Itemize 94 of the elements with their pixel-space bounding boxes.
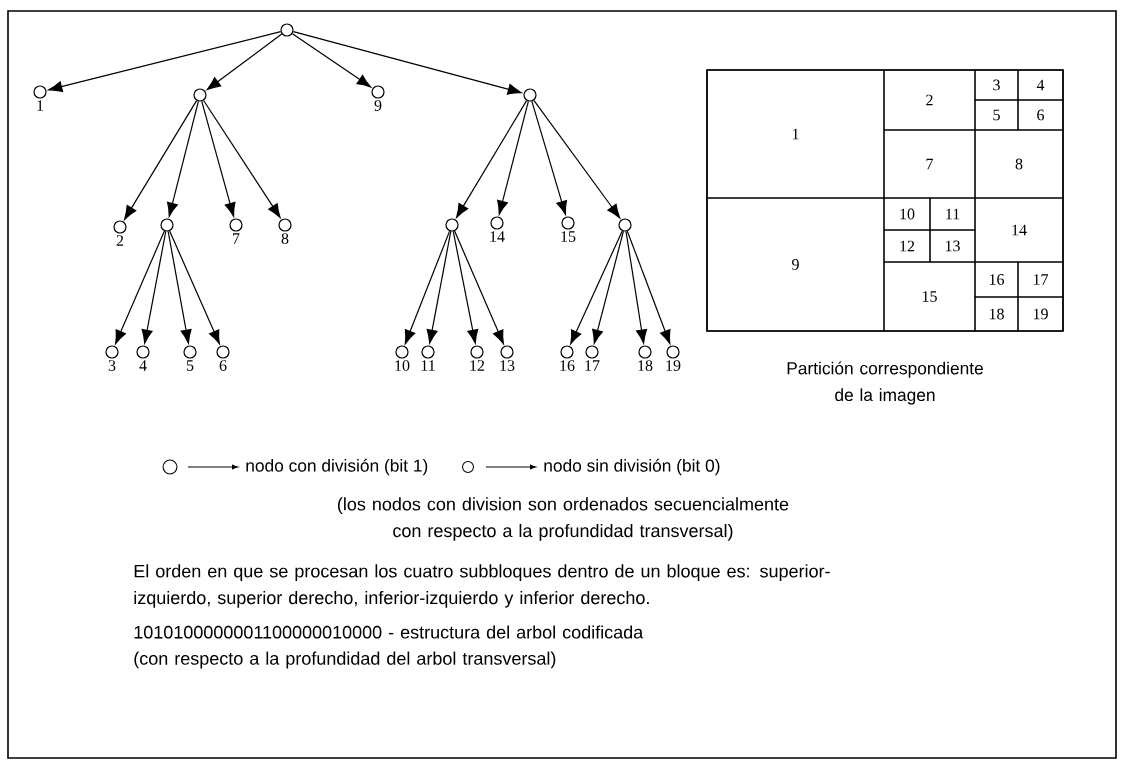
division-node: [523, 88, 537, 102]
node-label: 5: [186, 360, 194, 371]
partition-cell: 11: [929, 197, 976, 231]
partition-cell: 17: [1017, 261, 1064, 298]
arrow: [141, 230, 167, 344]
leaf-node: 10: [395, 345, 410, 371]
note-text: (los nodos con division son ordenados secuencialmente con respecto a la profundidad transversal): [338, 497, 789, 541]
partition-cell: 4: [1017, 69, 1064, 101]
note-text: El orden en que se procesan los cuatro subbloques dentro de un bloque es: superior-izquierdo, superior derecho, inferior-izquierdo y inferior derecho.: [134, 564, 830, 608]
arrow: [531, 100, 568, 215]
arrow: [452, 230, 479, 344]
node-label: 3: [108, 360, 116, 371]
node-label: 18: [638, 360, 653, 371]
leaf-node: 1: [33, 85, 47, 111]
arrow: [626, 230, 671, 345]
node-label: 8: [281, 233, 289, 244]
arrow: [115, 230, 165, 345]
leaf-node: 13: [500, 345, 515, 371]
node-label: 17: [585, 360, 600, 371]
leaf-node: 6: [216, 345, 230, 371]
partition-cell: 1: [706, 69, 885, 199]
arrow: [167, 100, 199, 217]
node-label: 19: [666, 360, 681, 371]
partition-cell: 6: [1017, 99, 1064, 131]
arrow: [456, 100, 528, 218]
arrow: [48, 31, 282, 93]
node-label: 16: [560, 360, 575, 371]
arrow: [454, 230, 504, 345]
leaf-node: 11: [421, 345, 435, 371]
leaf-node: 12: [470, 345, 485, 371]
legend-text: nodo con división (bit 1): [246, 458, 428, 476]
arrow: [292, 31, 522, 95]
partition-cell: 16: [974, 261, 1019, 298]
leaf-node: 2: [113, 220, 127, 246]
partition-cell: 2: [883, 69, 976, 131]
leaf-node: 3: [105, 345, 119, 371]
note-text: (con respecto a la profundidad del arbol transversal): [134, 651, 556, 669]
partition-cell: 15: [883, 261, 976, 332]
node-label: 2: [116, 235, 124, 246]
arrow: [291, 33, 372, 88]
arrow: [203, 99, 281, 218]
node-label: 4: [139, 360, 147, 371]
node-label: 14: [490, 231, 505, 242]
leaf-node: 19: [666, 345, 681, 371]
arrow: [497, 100, 529, 215]
node-label: 1: [37, 100, 44, 111]
arrow: [206, 33, 283, 91]
leaf-node: 14: [490, 216, 505, 242]
partition-cell: 14: [974, 197, 1064, 263]
node-label: 13: [500, 360, 515, 371]
arrow: [625, 230, 648, 344]
division-node: [280, 23, 294, 37]
leaf-node: 7: [229, 218, 243, 244]
arrow: [124, 100, 198, 220]
partition-cell: 9: [706, 197, 885, 332]
legend-text: nodo sin división (bit 0): [544, 458, 720, 476]
node-label: 12: [470, 360, 485, 371]
arrow: [570, 230, 623, 345]
leaf-node: 16: [560, 345, 575, 371]
node-label: 10: [395, 360, 410, 371]
leaf-node: 17: [585, 345, 600, 371]
arrow: [169, 230, 220, 345]
leaf-node: 4: [136, 345, 150, 371]
partition-cell: 3: [974, 69, 1019, 101]
arrow: [404, 230, 451, 345]
arrow: [426, 230, 452, 344]
arrow: [592, 230, 624, 344]
node-label: 15: [561, 231, 576, 242]
leaf-node: 18: [638, 345, 653, 371]
arrow: [533, 99, 621, 219]
division-node: [445, 218, 459, 232]
node-label: Partición correspondiente de la imagen: [787, 361, 983, 405]
partition-cell: 18: [974, 296, 1019, 332]
partition-cell: 7: [883, 129, 976, 199]
arrow: [201, 100, 236, 217]
division-node: [160, 218, 174, 232]
arrow: [167, 230, 192, 344]
partition-cell: 19: [1017, 296, 1064, 332]
division-node: [618, 218, 632, 232]
node-label: 7: [233, 233, 240, 244]
partition-cell: 8: [974, 129, 1064, 199]
division-node: [193, 88, 207, 102]
node-label: 11: [421, 360, 435, 371]
leaf-node: 15: [561, 216, 576, 242]
leaf-node: 8: [278, 218, 292, 244]
leaf-node: 5: [183, 345, 197, 371]
node-label: 9: [374, 100, 382, 111]
partition-cell: 10: [883, 197, 931, 231]
partition-cell: 13: [929, 229, 976, 263]
note-text: 1010100000001100000010000 - estructura del arbol codificada: [134, 625, 644, 639]
partition-cell: 5: [974, 99, 1019, 131]
leaf-node: 9: [371, 85, 385, 111]
node-label: 6: [219, 360, 227, 371]
partition-cell: 12: [883, 229, 931, 263]
